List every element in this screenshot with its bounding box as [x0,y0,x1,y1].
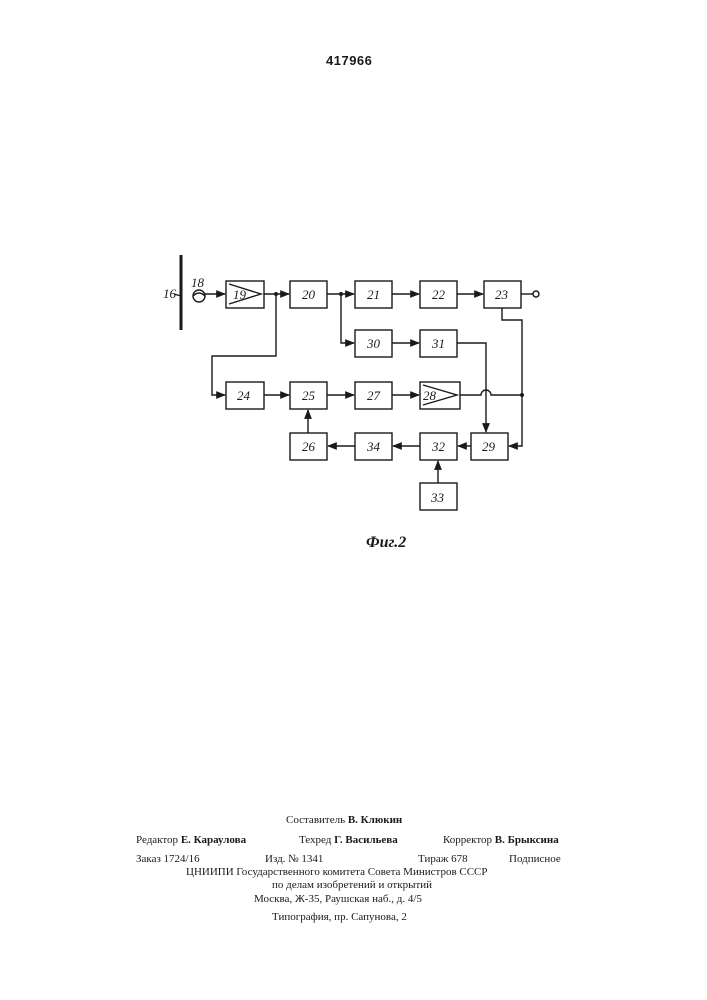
organization-line-1: ЦНИИПИ Государственного комитета Совета … [186,866,488,878]
techred-label: Техред [299,834,331,846]
label-20: 20 [302,287,316,302]
coil-icon [193,290,205,302]
label-31: 31 [431,336,445,351]
circulation: Тираж 678 [418,853,468,865]
editor-line: Редактор Е. Караулова [136,834,246,846]
junction-dot-19 [274,292,278,296]
label-strip-16: 16 [163,286,177,301]
label-33: 33 [430,490,445,505]
edition-number: Изд. № 1341 [265,853,323,865]
wire-bus-23 [502,308,522,446]
wire-31-29 [457,343,486,432]
subscription-note: Подписное [509,853,561,865]
label-19: 19 [233,287,247,302]
compiler-line: Составитель В. Клюкин [286,814,402,826]
coil-core [193,293,205,296]
label-26: 26 [302,439,316,454]
label-28: 28 [423,388,437,403]
output-terminal [533,291,539,297]
editor-name: Е. Караулова [181,834,246,846]
label-29: 29 [482,439,496,454]
organization-line-2: по делам изобретений и открытий [272,879,432,891]
corrector-line: Корректор В. Брыксина [443,834,559,846]
label-30: 30 [366,336,381,351]
label-22: 22 [432,287,446,302]
wire-branch-30 [341,294,354,343]
printer-line: Типография, пр. Сапунова, 2 [272,911,407,923]
label-24: 24 [237,388,251,403]
figure-caption: Фиг.2 [366,534,406,552]
label-coil-18: 18 [191,275,205,290]
compiler-name: В. Клюкин [348,814,402,826]
editor-label: Редактор [136,834,178,846]
label-25: 25 [302,388,316,403]
techred-name: Г. Васильева [334,834,398,846]
label-34: 34 [366,439,381,454]
junction-dot-bus [520,393,524,397]
order-number: Заказ 1724/16 [136,853,200,865]
corrector-label: Корректор [443,834,492,846]
label-23: 23 [495,287,509,302]
organization-address: Москва, Ж-35, Раушская наб., д. 4/5 [254,893,422,905]
label-21: 21 [367,287,380,302]
wire-19-24 [212,294,276,395]
techred-line: Техред Г. Васильева [299,834,398,846]
junction-dot-20 [339,292,343,296]
corrector-name: В. Брыксина [495,834,559,846]
wire-28-out [460,390,522,395]
label-27: 27 [367,388,381,403]
compiler-label: Составитель [286,814,345,826]
label-32: 32 [431,439,446,454]
